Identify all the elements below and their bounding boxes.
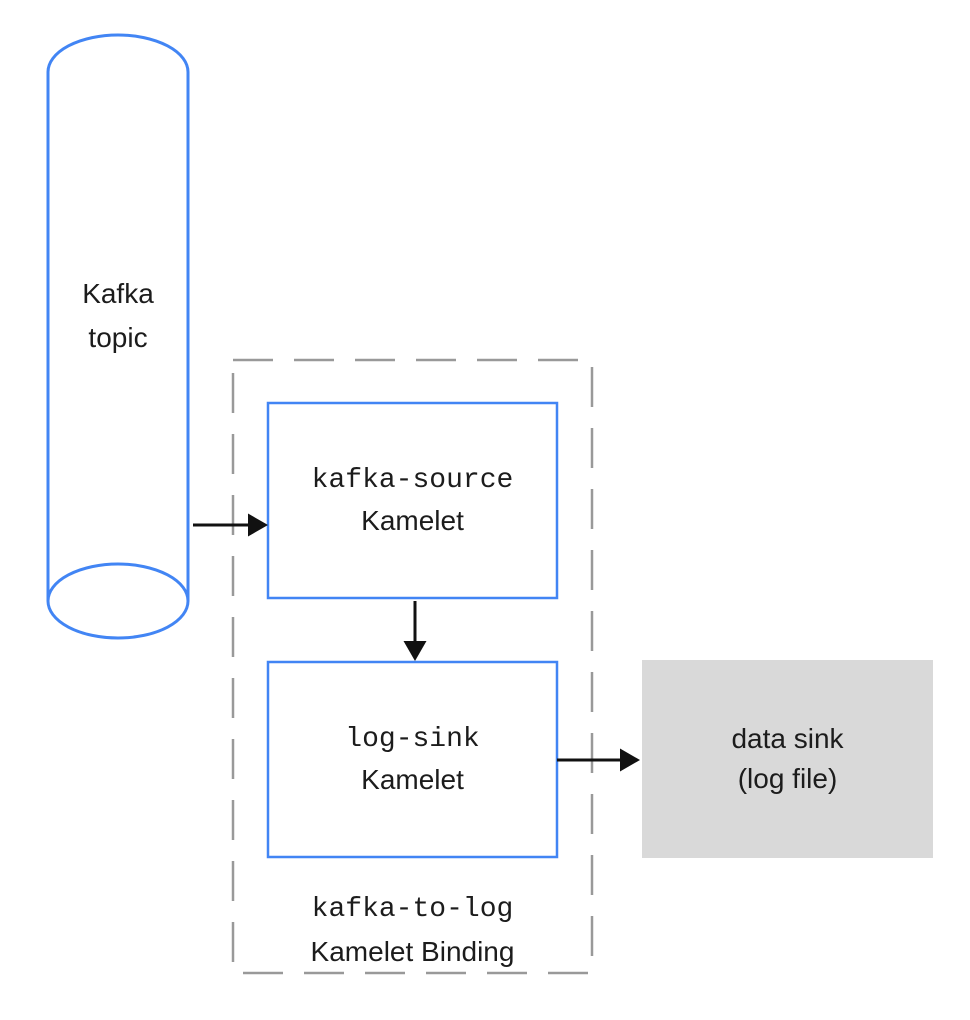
arrow-topic-to-source <box>193 513 268 537</box>
log-sink-type: Kamelet <box>361 763 464 795</box>
kafka-topic-label-line1: Kafka <box>82 278 154 309</box>
kamelet-binding-name: kafka-to-log <box>311 894 514 925</box>
cylinder-bottom-ellipse <box>46 562 190 640</box>
kafka-topic-cylinder <box>46 33 190 640</box>
data-sink-box <box>642 660 933 858</box>
arrowhead-right-icon <box>248 513 268 537</box>
kafka-topic-label-line2: topic <box>88 322 148 353</box>
kamelet-binding-type: Kamelet Binding <box>310 936 515 967</box>
log-sink-kamelet-label: log-sink Kamelet <box>268 662 557 857</box>
arrowhead-down-icon <box>403 641 427 661</box>
kamelet-binding-label: kafka-to-log Kamelet Binding <box>233 889 592 973</box>
arrow-sink-to-datasink <box>557 748 640 772</box>
kafka-source-kamelet-label: kafka-source Kamelet <box>268 403 557 598</box>
kafka-topic-label: Kafka topic <box>48 272 188 360</box>
data-sink-label: data sink (log file) <box>642 660 933 858</box>
arrowhead-right-icon <box>620 748 640 772</box>
kafka-source-name: kafka-source <box>311 464 514 496</box>
arrow-source-to-sink <box>403 601 427 661</box>
kafka-source-type: Kamelet <box>361 504 464 536</box>
kafka-source-kamelet-box <box>266 401 559 600</box>
data-sink-label-line1: data sink <box>731 723 844 754</box>
cylinder-body <box>46 33 190 601</box>
log-sink-name: log-sink <box>345 723 480 755</box>
data-sink-label-line2: (log file) <box>737 763 838 794</box>
